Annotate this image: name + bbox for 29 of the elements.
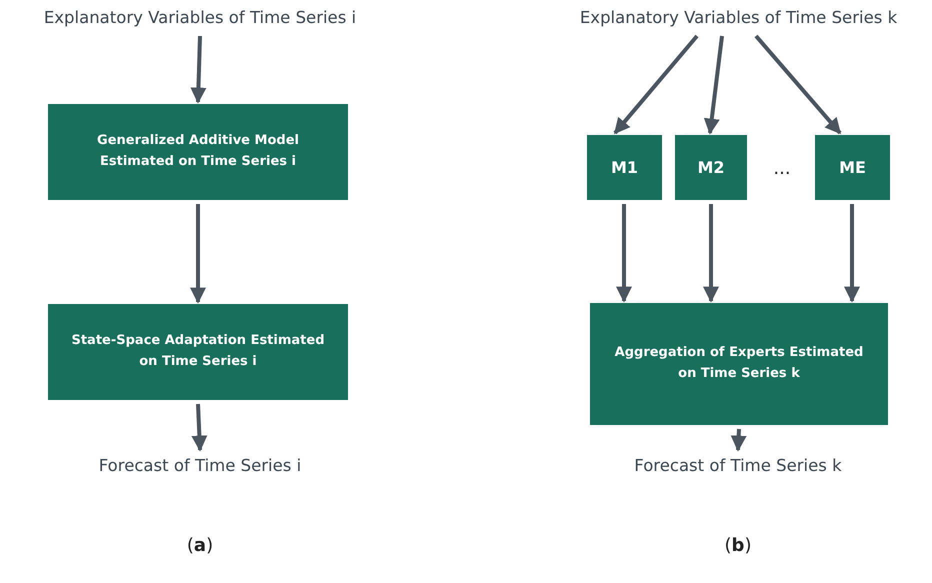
box-text: State-Space Adaptation Estimated on Time Series i xyxy=(70,332,326,371)
arrow xyxy=(190,204,206,304)
arrow xyxy=(190,36,206,104)
box-text: Aggregation of Experts Estimated on Time Series k xyxy=(614,344,864,383)
process-box xyxy=(815,135,890,200)
process-box xyxy=(587,135,662,200)
process-box xyxy=(675,135,747,200)
process-box xyxy=(48,104,348,200)
text-label: Explanatory Variables of Time Series i xyxy=(44,6,356,29)
box-text: M1 xyxy=(610,156,638,179)
arrow xyxy=(703,204,719,303)
box-text: M2 xyxy=(697,156,725,179)
process-box xyxy=(590,303,888,425)
arrow xyxy=(616,204,632,303)
text-label: Explanatory Variables of Time Series k xyxy=(580,6,898,29)
ellipsis-label: ... xyxy=(773,158,791,179)
box-text: ME xyxy=(839,156,866,179)
panel-label: (a) xyxy=(186,535,214,556)
arrow xyxy=(613,34,699,134)
arrow xyxy=(730,428,747,452)
text-label: Forecast of Time Series i xyxy=(98,454,302,477)
arrow xyxy=(754,34,842,134)
process-box xyxy=(48,304,348,400)
box-text: Generalized Additive Model Estimated on Time Series i xyxy=(96,132,300,171)
arrow xyxy=(191,404,208,452)
panel-label: (b) xyxy=(724,535,752,556)
arrow xyxy=(704,36,724,135)
arrow xyxy=(844,204,860,303)
text-label: Forecast of Time Series k xyxy=(634,454,842,477)
